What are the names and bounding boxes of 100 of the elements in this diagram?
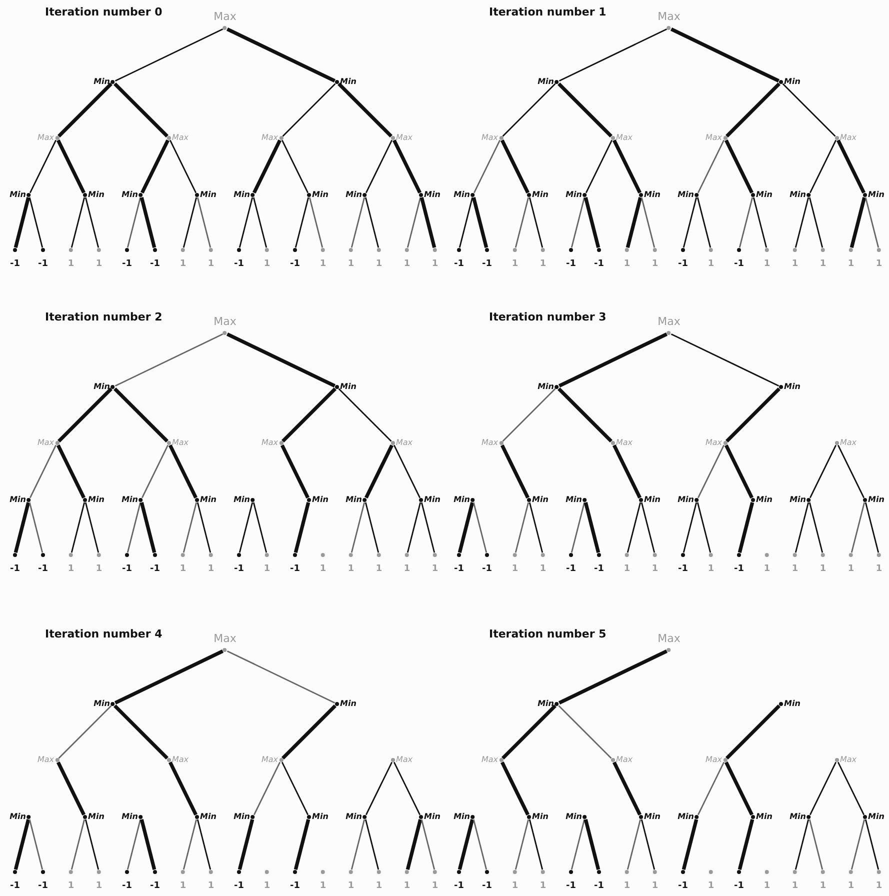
leaf-node: 1 xyxy=(348,870,354,891)
tree-edge xyxy=(794,197,810,248)
tree-edge xyxy=(406,502,422,553)
min-node: Min xyxy=(790,190,811,200)
tree-edge xyxy=(238,197,254,248)
tree-edge xyxy=(612,761,642,816)
max-node: Max xyxy=(37,755,59,765)
leaf-node: -1 xyxy=(454,553,464,574)
tree-edge xyxy=(528,197,544,248)
leaf-node: -1 xyxy=(594,553,604,574)
tree-edge xyxy=(850,196,866,248)
min-node: Min xyxy=(454,812,475,822)
tree-edge xyxy=(794,502,810,553)
tree-edge xyxy=(670,333,780,387)
leaf-node: 1 xyxy=(792,553,798,574)
leaf-node: -1 xyxy=(482,870,492,891)
leaf-node: 1 xyxy=(764,553,770,574)
max-node: Max xyxy=(611,755,633,765)
leaf-node: 1 xyxy=(404,553,410,574)
tree-edge xyxy=(864,197,880,248)
leaf-node: 1 xyxy=(820,870,826,891)
tree-edge xyxy=(558,705,612,759)
iteration-heading: Iteration number 2 xyxy=(45,310,162,324)
leaf-node: 1 xyxy=(180,870,186,891)
tree-edge xyxy=(612,139,642,194)
max-node: Max xyxy=(261,438,283,448)
max-node: Max xyxy=(481,133,503,143)
min-node: Min xyxy=(863,495,884,505)
tree-edge xyxy=(528,502,544,553)
leaf-node: 1 xyxy=(376,248,382,269)
max-node: Max xyxy=(835,755,857,765)
leaf-node: -1 xyxy=(10,553,20,574)
tree-edge xyxy=(502,704,556,760)
max-node: Max xyxy=(391,438,413,448)
max-node: Max xyxy=(835,133,857,143)
tree-edge xyxy=(226,650,336,704)
tree-edge xyxy=(640,502,656,553)
min-node: Min xyxy=(538,699,559,709)
tree-edge xyxy=(558,28,668,82)
leaf-node: 1 xyxy=(264,248,270,269)
leaf-node: 1 xyxy=(848,553,854,574)
min-node: Min xyxy=(346,190,367,200)
leaf-node: 1 xyxy=(180,248,186,269)
tree-edge xyxy=(84,502,100,553)
leaf-node: 1 xyxy=(264,553,270,574)
leaf-node: -1 xyxy=(234,248,244,269)
min-node: Min xyxy=(751,190,772,200)
leaf-node: -1 xyxy=(122,553,132,574)
tree-edge xyxy=(640,197,656,248)
tree-edge xyxy=(472,196,488,248)
leaf-node: 1 xyxy=(764,248,770,269)
tree-edge xyxy=(696,197,712,248)
leaf-node: -1 xyxy=(566,553,576,574)
min-node: Min xyxy=(234,812,255,822)
tree-edge xyxy=(56,139,86,194)
max-node: Max xyxy=(214,10,236,30)
iteration-heading: Iteration number 4 xyxy=(45,628,162,640)
tree-edge xyxy=(84,819,100,870)
leaf-node: -1 xyxy=(594,248,604,269)
tree-edge xyxy=(420,819,436,870)
max-node: Max xyxy=(167,755,189,765)
tree-edge xyxy=(294,502,310,554)
tree-edge xyxy=(738,197,754,248)
leaf-node: 1 xyxy=(512,553,518,574)
leaf-node: 1 xyxy=(624,553,630,574)
leaf-node: -1 xyxy=(290,553,300,574)
leaf-node: -1 xyxy=(454,870,464,891)
leaf-node: 1 xyxy=(792,248,798,269)
tree-edge xyxy=(726,388,780,442)
min-node: Min xyxy=(779,699,800,709)
max-node: Max xyxy=(37,438,59,448)
min-node: Min xyxy=(94,382,115,392)
leaf-node: -1 xyxy=(454,248,464,269)
leaf-node: -1 xyxy=(234,553,244,574)
min-node: Min xyxy=(346,812,367,822)
tree-edge xyxy=(682,818,698,870)
min-node: Min xyxy=(779,77,800,87)
min-node: Min xyxy=(678,495,699,505)
min-node: Min xyxy=(454,190,475,200)
leaf-node: -1 xyxy=(122,248,132,269)
max-node: Max xyxy=(261,755,283,765)
tree-edge xyxy=(809,444,837,498)
leaf-node: 1 xyxy=(320,553,326,574)
leaf-node: -1 xyxy=(566,870,576,891)
tree-edge xyxy=(585,140,613,194)
tree-edge xyxy=(338,82,392,138)
max-node: Max xyxy=(481,755,503,765)
tree-edge xyxy=(558,332,668,388)
leaf-node: -1 xyxy=(10,870,20,891)
min-node: Min xyxy=(538,77,559,87)
leaf-node: 1 xyxy=(820,553,826,574)
tree-edge xyxy=(570,197,586,248)
leaf-node: 1 xyxy=(320,248,326,269)
tree-edge xyxy=(56,761,86,816)
max-node: Max xyxy=(658,632,680,652)
tree-edge xyxy=(500,444,530,499)
min-node: Min xyxy=(10,190,31,200)
leaf-node: 1 xyxy=(708,248,714,269)
min-node: Min xyxy=(751,495,772,505)
leaf-node: -1 xyxy=(290,870,300,891)
